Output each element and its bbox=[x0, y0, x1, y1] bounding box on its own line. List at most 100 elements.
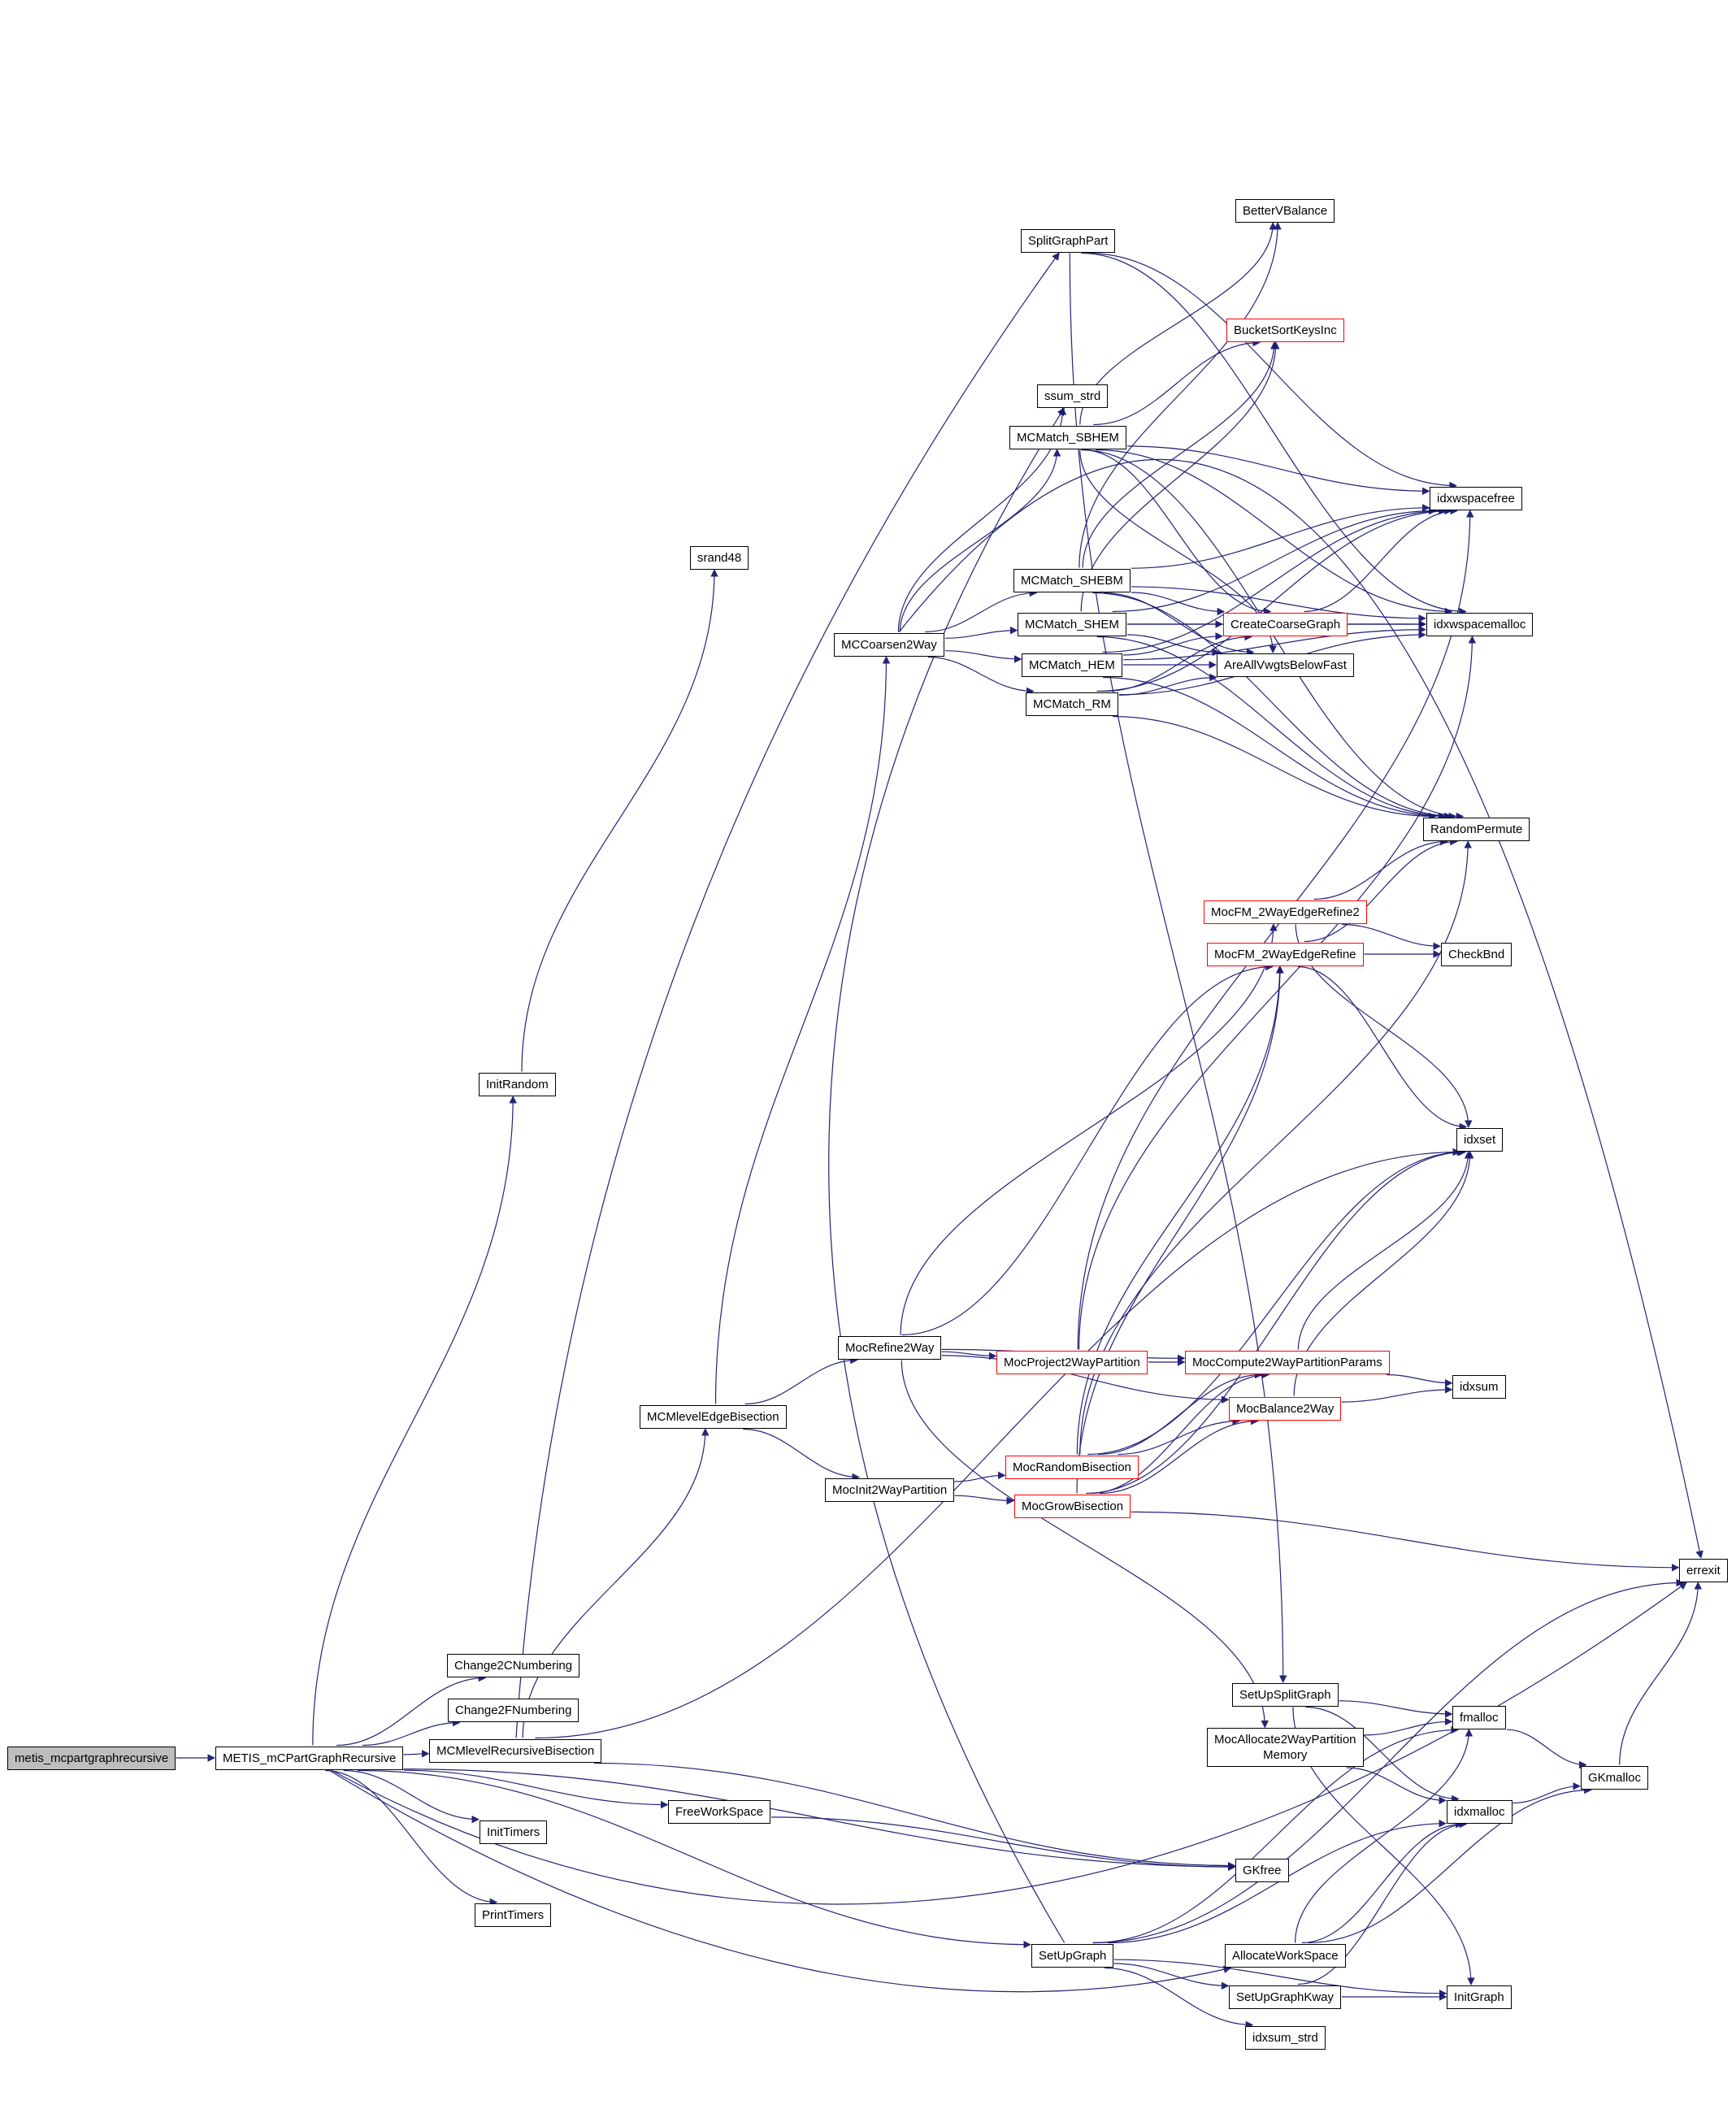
edge-InitRandom-srand48 bbox=[521, 569, 718, 1072]
edge-SHEBM-BetterVB bbox=[1078, 222, 1282, 568]
node-RandPerm[interactable]: RandomPermute bbox=[1423, 818, 1530, 841]
edge-SHEBM-AAVBF bbox=[1103, 592, 1255, 657]
edge-SHEM-RandPerm bbox=[1096, 636, 1452, 821]
edge-SetUpGraph-idxsum_strd bbox=[1105, 1967, 1254, 2029]
edge-MocInit-MocGrow bbox=[954, 1495, 1014, 1505]
node-MCMRB[interactable]: MCMlevelRecursiveBisection bbox=[429, 1739, 602, 1763]
node-METIS[interactable]: METIS_mCPartGraphRecursive bbox=[215, 1747, 404, 1770]
node-FM[interactable]: MocFM_2WayEdgeRefine bbox=[1207, 943, 1364, 966]
edge-MocRefine-FM bbox=[901, 962, 1274, 1336]
node-MCC2W[interactable]: MCCoarsen2Way bbox=[834, 633, 944, 657]
edge-MCC2W-SHEBM bbox=[925, 588, 1038, 633]
edge-SHEBM-BSKI bbox=[1082, 341, 1278, 568]
edge-SHEBM-idxwfree bbox=[1131, 504, 1430, 569]
node-FM2[interactable]: MocFM_2WayEdgeRefine2 bbox=[1204, 900, 1367, 924]
node-PrintTimers[interactable]: PrintTimers bbox=[475, 1903, 552, 1927]
edge-SetUpSplit-idxmalloc bbox=[1305, 1706, 1460, 1803]
node-srand48[interactable]: srand48 bbox=[690, 546, 749, 570]
node-ssum_strd[interactable]: ssum_strd bbox=[1037, 384, 1109, 408]
node-errexit[interactable]: errexit bbox=[1679, 1559, 1728, 1582]
edge-SetUpGraph-idxmalloc bbox=[1107, 1819, 1447, 1944]
edge-SUGKway-idxmalloc bbox=[1298, 1820, 1468, 1985]
node-SHEM[interactable]: MCMatch_SHEM bbox=[1018, 613, 1126, 636]
node-InitGraph[interactable]: InitGraph bbox=[1447, 1985, 1512, 2009]
node-CCG[interactable]: CreateCoarseGraph bbox=[1223, 613, 1348, 636]
node-CheckBnd[interactable]: CheckBnd bbox=[1441, 943, 1512, 966]
edge-MCMEB-MocRefine bbox=[744, 1356, 858, 1405]
edge-MocRefine-MocProj bbox=[941, 1351, 997, 1360]
node-C2F[interactable]: Change2FNumbering bbox=[448, 1699, 579, 1722]
node-SHEBM[interactable]: MCMatch_SHEBM bbox=[1013, 569, 1131, 592]
node-idxsum[interactable]: idxsum bbox=[1452, 1375, 1506, 1399]
node-RM[interactable]: MCMatch_RM bbox=[1026, 692, 1118, 716]
node-SetUpGraph[interactable]: SetUpGraph bbox=[1031, 1944, 1114, 1968]
edge-SBHEM-BSKI bbox=[1093, 338, 1261, 426]
edge-MocGrow-idxset bbox=[1086, 1148, 1467, 1495]
node-MocProj[interactable]: MocProject2WayPartition bbox=[996, 1351, 1148, 1374]
node-MocGrow[interactable]: MocGrowBisection bbox=[1014, 1495, 1131, 1518]
node-fmalloc[interactable]: fmalloc bbox=[1452, 1706, 1506, 1729]
node-BSKI[interactable]: BucketSortKeysInc bbox=[1226, 319, 1344, 342]
edge-MocRand-FM bbox=[1076, 966, 1284, 1455]
node-idxwfree[interactable]: idxwspacefree bbox=[1430, 487, 1522, 510]
node-idxset[interactable]: idxset bbox=[1456, 1128, 1504, 1152]
edge-MocRefine-FM2 bbox=[900, 923, 1278, 1335]
node-FreeWS[interactable]: FreeWorkSpace bbox=[668, 1800, 771, 1824]
node-BetterVB[interactable]: BetterVBalance bbox=[1235, 199, 1335, 223]
node-InitRandom[interactable]: InitRandom bbox=[479, 1073, 556, 1096]
node-MocBal[interactable]: MocBalance2Way bbox=[1229, 1397, 1342, 1421]
edge-FreeWS-GKfree bbox=[770, 1816, 1236, 1872]
edge-AllocWS-fmalloc bbox=[1295, 1729, 1473, 1943]
edge-RM-AAVBF bbox=[1118, 673, 1217, 696]
node-GKmalloc[interactable]: GKmalloc bbox=[1581, 1766, 1649, 1790]
edge-SplitGP-SetUpSplit bbox=[1069, 253, 1287, 1683]
edge-MCMEB-MCC2W bbox=[714, 656, 891, 1404]
edge-SplitGP-idxwmalloc bbox=[1081, 252, 1467, 616]
edge-MocGrow-FM bbox=[1076, 966, 1284, 1494]
node-MocRand[interactable]: MocRandomBisection bbox=[1005, 1456, 1139, 1479]
edge-METIS-C2F bbox=[362, 1718, 461, 1747]
edge-FM2-RandPerm bbox=[1313, 837, 1448, 900]
node-C2C[interactable]: Change2CNumbering bbox=[447, 1654, 580, 1677]
edge-MCC2W-errexit bbox=[898, 458, 1703, 1559]
node-MocAlloc[interactable]: MocAllocate2WayPartition Memory bbox=[1207, 1728, 1364, 1767]
node-InitTimers[interactable]: InitTimers bbox=[480, 1820, 548, 1844]
node-AllocWS[interactable]: AllocateWorkSpace bbox=[1225, 1944, 1346, 1968]
node-SUGKway[interactable]: SetUpGraphKway bbox=[1229, 1985, 1342, 2009]
edge-MocRand-idxset bbox=[1087, 1148, 1465, 1456]
edge-idxmalloc-GKmalloc bbox=[1512, 1782, 1581, 1804]
edge-SHEM-AAVBF bbox=[1126, 634, 1221, 657]
edge-HEM-RandPerm bbox=[1103, 676, 1447, 821]
node-SBHEM[interactable]: MCMatch_SBHEM bbox=[1009, 426, 1126, 449]
edge-MCMRB-MCMEB bbox=[522, 1428, 710, 1738]
node-MocComp[interactable]: MocCompute2WayPartitionParams bbox=[1185, 1351, 1390, 1374]
edge-SetUpSplit-fmalloc bbox=[1339, 1700, 1453, 1718]
edge-MocAlloc-idxmalloc bbox=[1346, 1767, 1447, 1805]
node-SetUpSplit[interactable]: SetUpSplitGraph bbox=[1232, 1683, 1339, 1707]
edge-FM2-CheckBnd bbox=[1341, 923, 1441, 950]
edge-SetUpGraph-SUGKway bbox=[1113, 1963, 1230, 1990]
edge-MCC2W-RM bbox=[927, 656, 1035, 696]
node-MocRefine[interactable]: MocRefine2Way bbox=[838, 1336, 942, 1360]
edge-MocProj-idxwfree bbox=[1077, 510, 1474, 1350]
node-AAVBF[interactable]: AreAllVwgtsBelowFast bbox=[1217, 653, 1354, 677]
node-MCMEB[interactable]: MCMlevelEdgeBisection bbox=[640, 1405, 787, 1429]
node-GKfree[interactable]: GKfree bbox=[1235, 1859, 1289, 1882]
edge-MocProj-idxwmalloc bbox=[1078, 636, 1477, 1350]
node-idxmalloc[interactable]: idxmalloc bbox=[1447, 1800, 1512, 1824]
node-SplitGP[interactable]: SplitGraphPart bbox=[1021, 229, 1116, 253]
edge-AllocWS-GKmalloc bbox=[1308, 1786, 1592, 1944]
edge-SetUpGraph-InitGraph bbox=[1113, 1959, 1447, 1998]
edge-METIS-MCMRB bbox=[403, 1750, 430, 1758]
edge-MocComp-idxsum bbox=[1386, 1373, 1453, 1387]
edge-METIS-InitRandom bbox=[312, 1096, 517, 1746]
node-HEM[interactable]: MCMatch_HEM bbox=[1022, 653, 1122, 677]
node-MocInit[interactable]: MocInit2WayPartition bbox=[825, 1478, 955, 1502]
edge-HEM-CCG bbox=[1122, 632, 1223, 656]
edge-HEM-idxwmalloc bbox=[1122, 625, 1426, 661]
node-idxsum_strd[interactable]: idxsum_strd bbox=[1245, 2026, 1326, 2050]
edge-MocGrow-MocComp bbox=[1091, 1370, 1270, 1495]
edge-MCMEB-MocInit bbox=[743, 1428, 861, 1482]
node-idxwmalloc[interactable]: idxwspacemalloc bbox=[1426, 613, 1534, 636]
edge-MocComp-idxset bbox=[1297, 1151, 1473, 1350]
